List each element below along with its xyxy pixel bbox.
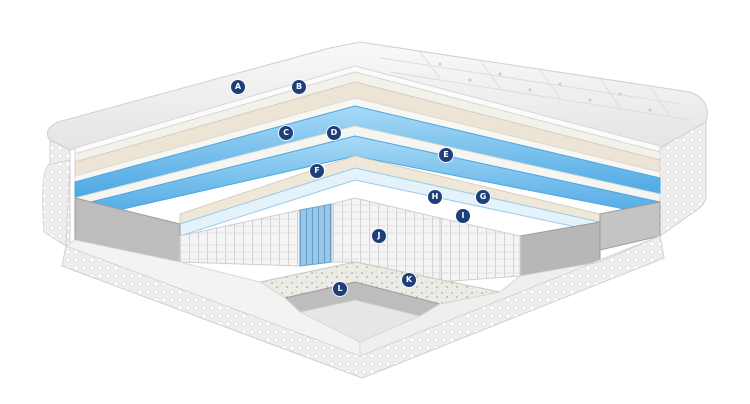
- callout-l: L: [333, 282, 347, 296]
- left-lower-panel: [42, 159, 71, 247]
- callout-j: J: [372, 229, 386, 243]
- callout-d: D: [327, 126, 341, 140]
- callout-a: A: [231, 80, 245, 94]
- callout-b: B: [292, 80, 306, 94]
- callout-g: G: [476, 190, 490, 204]
- quilt-tufts: [379, 51, 691, 121]
- callout-h: H: [428, 190, 442, 204]
- pocket-coils-blue: [299, 203, 333, 267]
- tuft-buttons: [438, 62, 652, 112]
- front-lower-face: [64, 239, 361, 357]
- callout-i: I: [456, 209, 470, 223]
- callout-k: K: [402, 273, 416, 287]
- pocket-coils-right: [439, 217, 521, 283]
- right-side-panel: [659, 121, 707, 237]
- callout-f: F: [310, 164, 324, 178]
- callout-c: C: [279, 126, 293, 140]
- callout-e: E: [439, 148, 453, 162]
- front-lower-face-right: [359, 235, 661, 357]
